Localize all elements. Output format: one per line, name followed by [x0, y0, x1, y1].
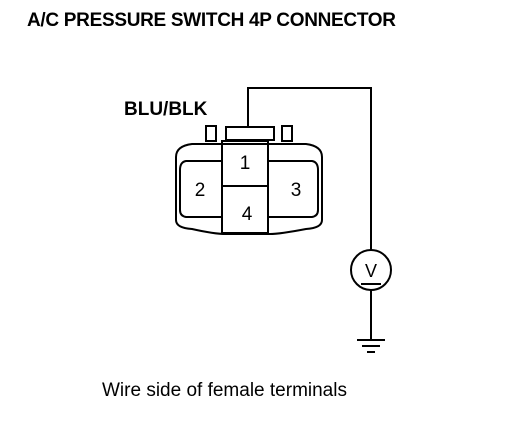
pin-4-label: 4 — [242, 204, 253, 225]
connector-inner-outline — [179, 160, 222, 218]
wire-color-label: BLU/BLK — [124, 99, 208, 120]
ground-icon — [357, 339, 385, 353]
pin-3-label: 3 — [291, 180, 302, 201]
connector-lock-tabs — [205, 125, 293, 142]
voltmeter-icon: V — [350, 249, 392, 291]
connector-inner-outline-right — [268, 160, 319, 218]
probe-wire — [247, 87, 372, 250]
diagram-title: A/C PRESSURE SWITCH 4P CONNECTOR — [27, 10, 396, 31]
voltmeter-symbol: V — [365, 261, 377, 281]
diagram-caption: Wire side of female terminals — [102, 380, 347, 401]
pin-2-label: 2 — [195, 180, 206, 201]
terminal-4-cavity — [221, 185, 269, 234]
pin-1-label: 1 — [240, 153, 251, 174]
